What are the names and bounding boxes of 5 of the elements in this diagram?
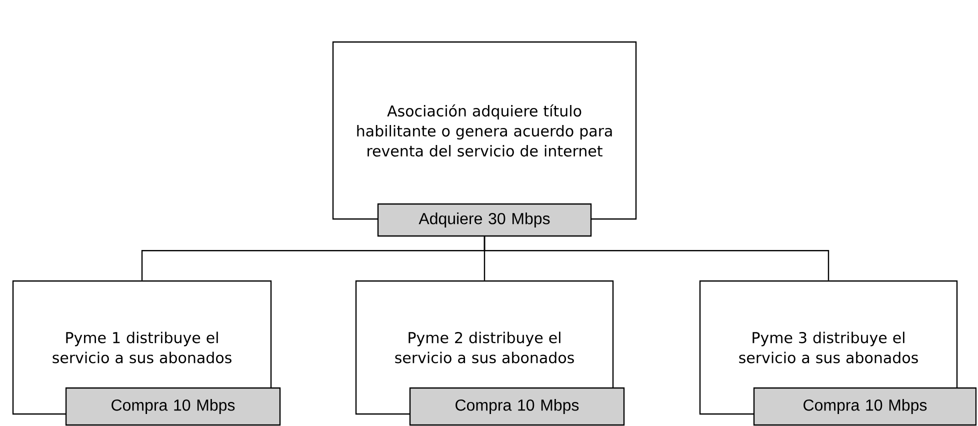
connector-line [484,236,830,280]
bandwidth-tag: Compra 10 Mbps [753,387,977,426]
bandwidth-tag: Compra 10 Mbps [65,387,281,426]
bandwidth-tag: Adquiere 30 Mbps [377,203,592,237]
bandwidth-tag: Compra 10 Mbps [409,387,625,426]
